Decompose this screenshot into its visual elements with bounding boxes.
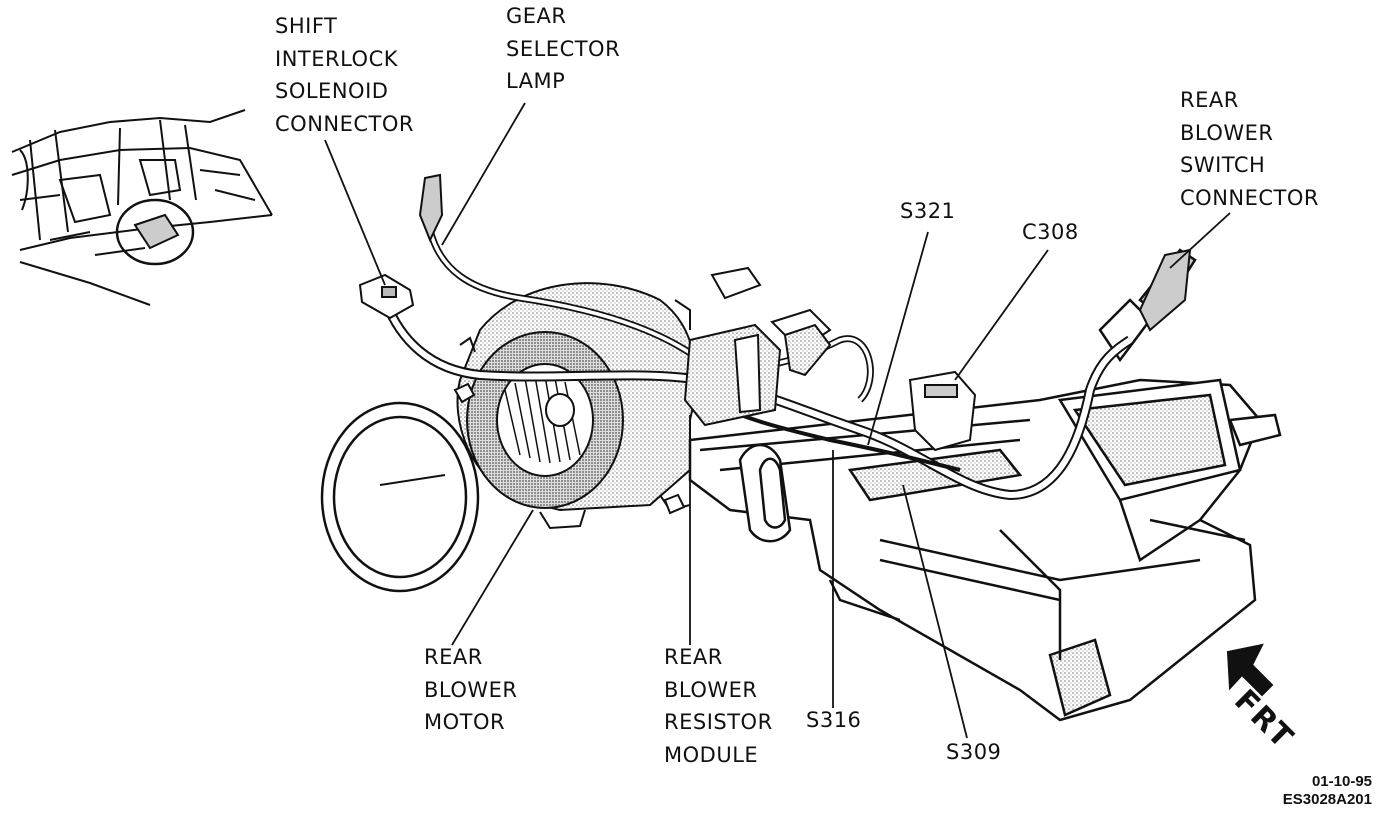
leader-c308: [954, 249, 1049, 381]
figure-id: ES3028A201: [1282, 791, 1372, 808]
inset-highlight-circle: [115, 198, 195, 266]
blower-wheel-fins: [504, 375, 581, 464]
label-line: MODULE: [664, 742, 759, 767]
label-s309: S309: [946, 736, 1001, 769]
label-line: REAR: [664, 645, 723, 669]
label-line: GEAR: [506, 4, 567, 28]
label-s321: S321: [900, 195, 955, 228]
leader-rear-blower-motor: [451, 509, 534, 646]
label-line: SOLENOID: [275, 79, 389, 103]
label-line: REAR: [424, 645, 483, 669]
label-line: BLOWER: [664, 677, 758, 702]
label-shift-interlock-solenoid-connector: SHIFT INTERLOCK SOLENOID CONNECTOR: [275, 10, 414, 140]
label-line: S309: [946, 740, 1002, 764]
label-line: SWITCH: [1180, 153, 1266, 177]
blower-housing: [456, 282, 697, 530]
vehicle-inset-view: [11, 109, 273, 306]
label-line: S316: [806, 708, 862, 732]
figure-code: 01-10-95 ES3028A201: [1240, 773, 1372, 809]
harness-connectors: [358, 173, 1192, 515]
leader-s309: [902, 484, 968, 739]
label-line: RESISTOR: [664, 710, 773, 734]
gear-selector-lamp-socket: [418, 173, 444, 243]
blower-motor-ring: [320, 401, 480, 593]
label-line: BLOWER: [424, 677, 518, 702]
label-rear-blower-resistor-module: REAR BLOWER RESISTOR MODULE: [664, 641, 773, 771]
label-s316: S316: [806, 704, 861, 737]
label-line: BLOWER: [1180, 120, 1274, 145]
label-rear-blower-switch-connector: REAR BLOWER SWITCH CONNECTOR: [1180, 84, 1319, 214]
label-c308: C308: [1022, 216, 1079, 249]
label-line: CONNECTOR: [275, 111, 414, 136]
label-line: MOTOR: [424, 710, 506, 734]
label-line: LAMP: [506, 69, 566, 93]
label-line: C308: [1022, 220, 1079, 244]
leader-rear-blower-switch: [1169, 212, 1231, 269]
label-rear-blower-motor: REAR BLOWER MOTOR: [424, 641, 518, 739]
label-line: SELECTOR: [506, 36, 621, 61]
label-line: S321: [900, 199, 956, 223]
label-gear-selector-lamp: GEAR SELECTOR LAMP: [506, 0, 620, 98]
leader-gear-selector: [441, 102, 526, 246]
label-line: SHIFT: [275, 14, 338, 38]
label-line: REAR: [1180, 88, 1239, 112]
leader-shift-interlock: [324, 139, 386, 286]
leader-lines: [324, 102, 1231, 739]
label-line: CONNECTOR: [1180, 185, 1319, 210]
leader-s321: [867, 231, 929, 446]
figure-date: 01-10-95: [1311, 773, 1372, 790]
label-line: INTERLOCK: [275, 46, 399, 71]
rear-blower-switch-connector: [1138, 248, 1192, 332]
front-direction-arrow-icon: [1226, 643, 1274, 697]
resistor-module: [683, 323, 782, 427]
